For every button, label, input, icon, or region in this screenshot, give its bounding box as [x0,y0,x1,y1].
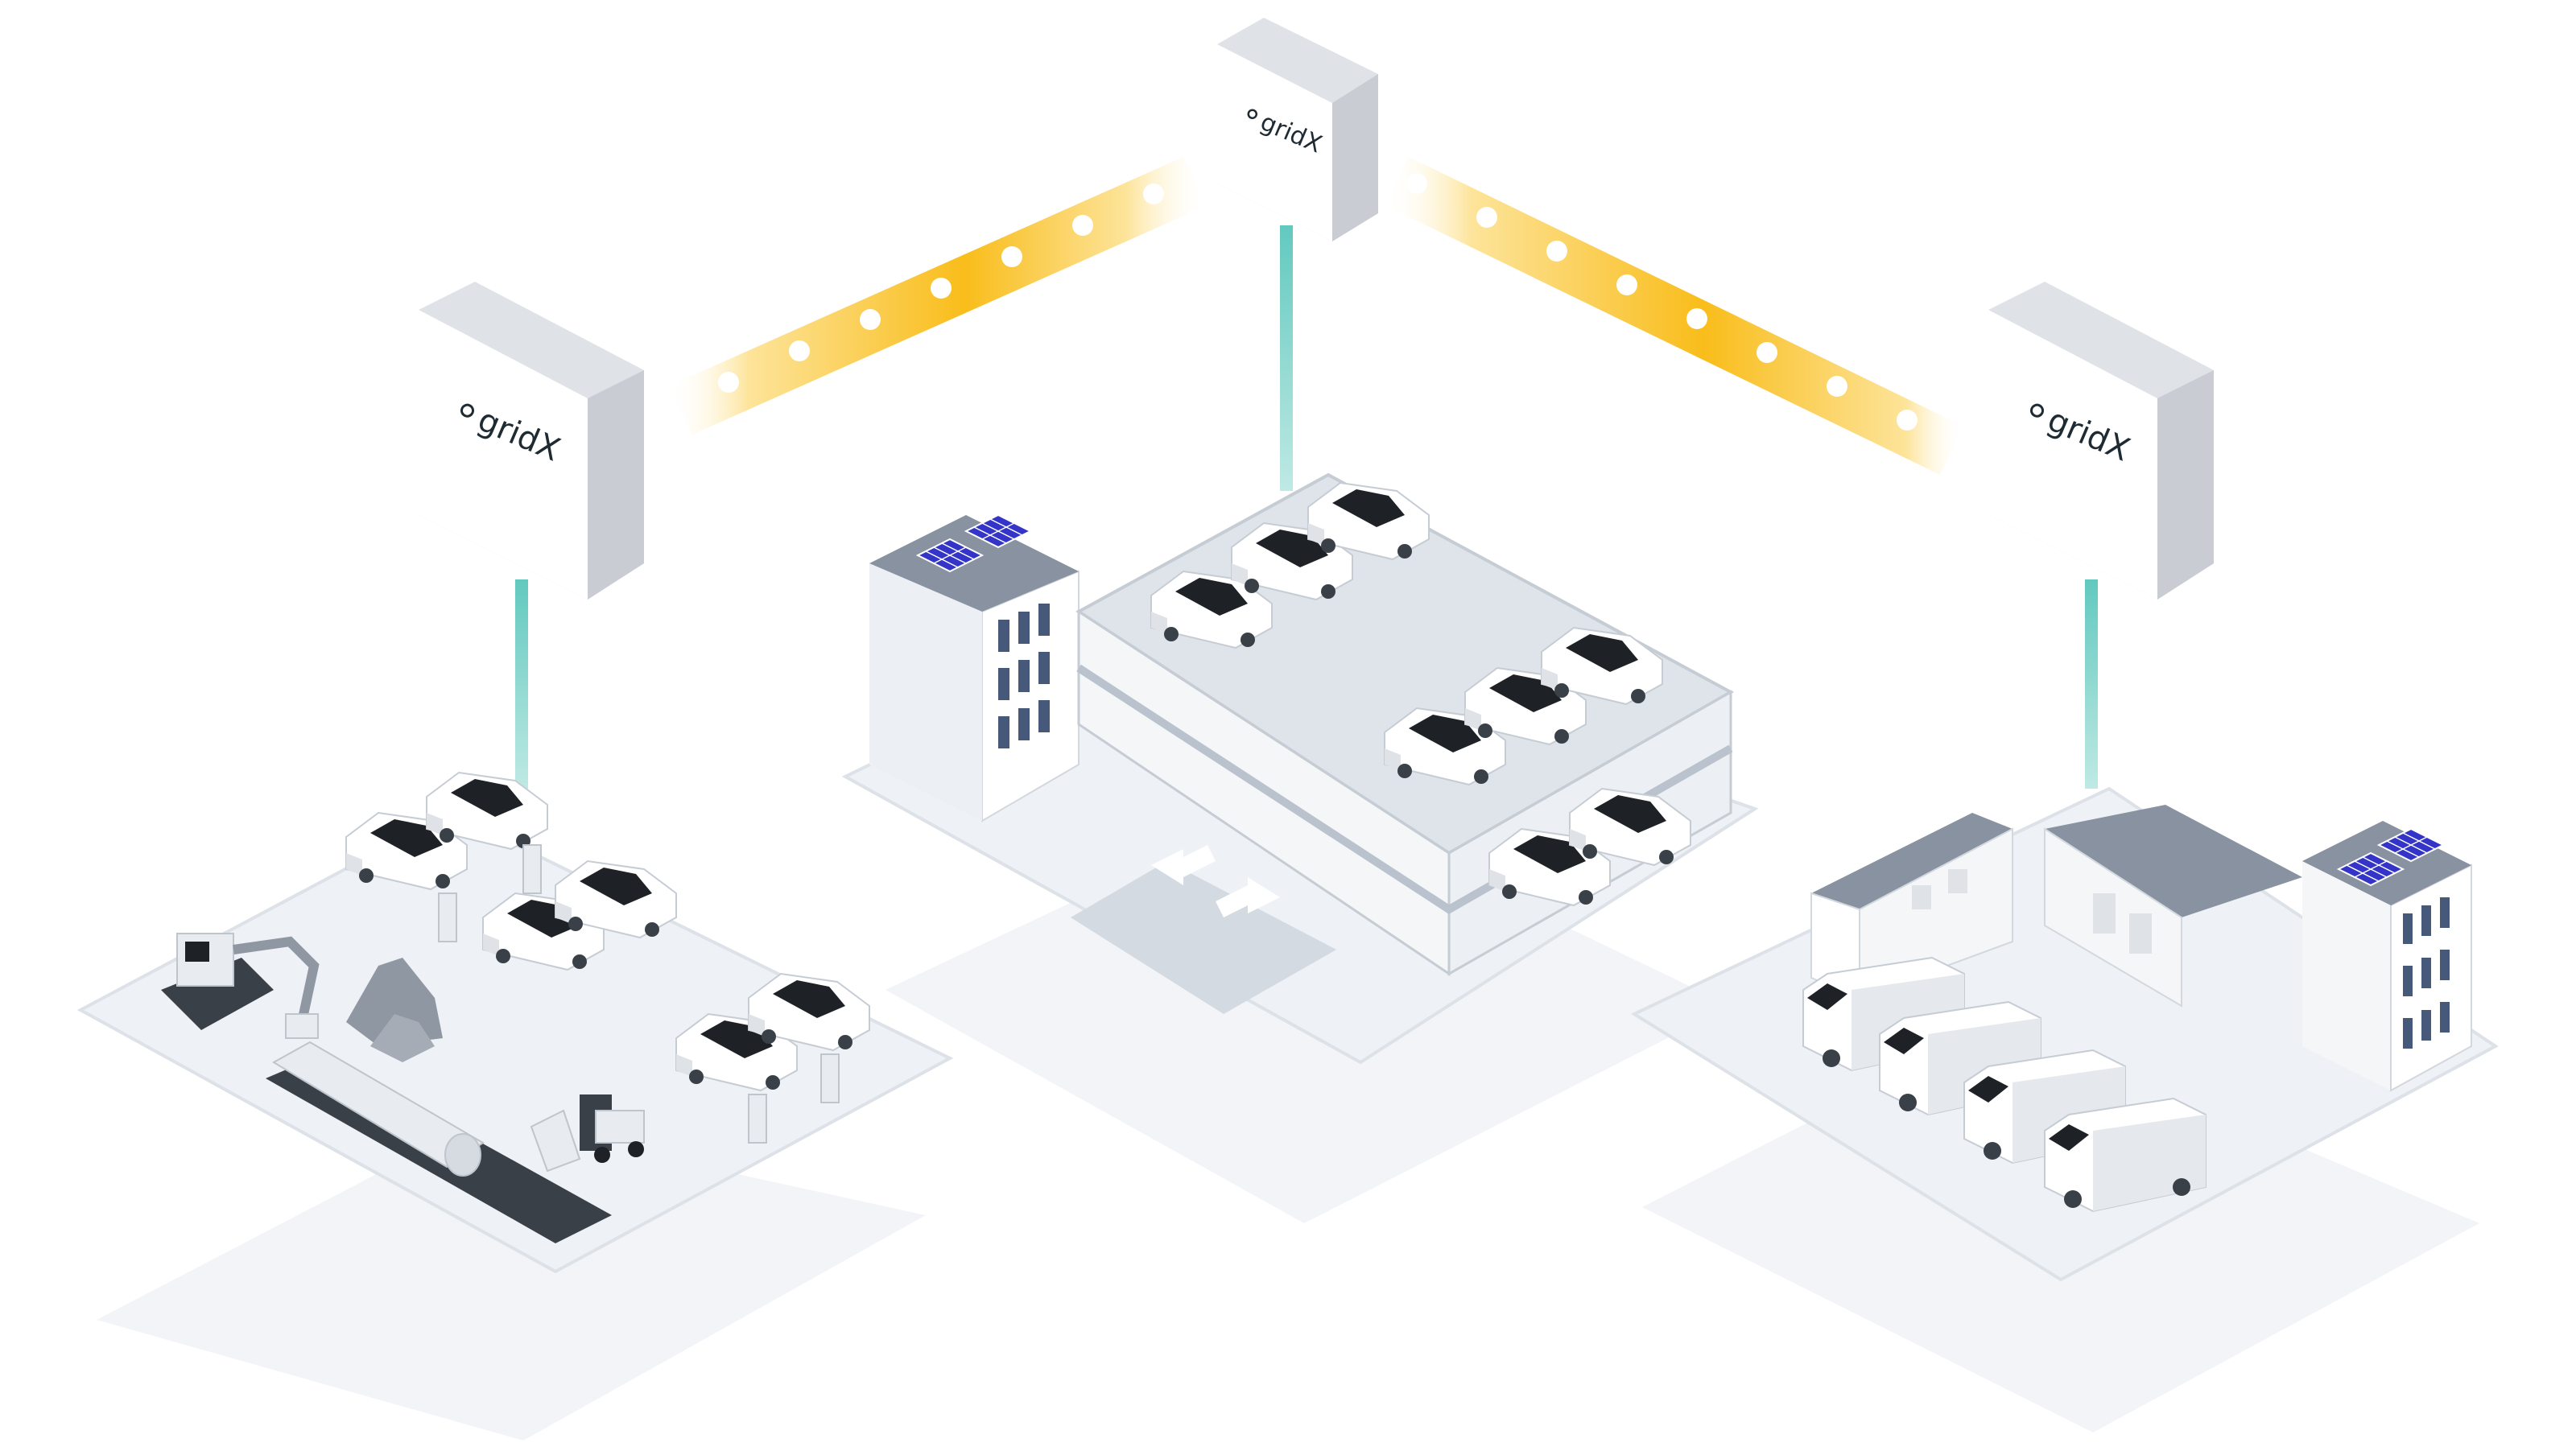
van-icon [2044,1098,2207,1212]
car-icon [748,973,870,1051]
arrow-left-icon [1151,845,1216,885]
gridx-logo-icon [1247,109,1258,119]
warehouse-building [2044,805,2302,1008]
charger-icon [820,1053,840,1103]
cloud-link-right [2085,579,2098,789]
gridx-logo-icon [2030,403,2045,418]
entry-ramp [1071,861,1336,1014]
arrow-right-icon [1216,877,1280,917]
link-center-to-right [1385,157,1964,475]
pipe [272,1041,485,1169]
logistics-depot-site [1802,805,2472,1212]
charger-icon [522,844,542,894]
cloud-link-center [1280,225,1293,491]
gridx-logo-icon [460,403,475,418]
gateway-center: gridX [1217,18,1378,241]
construction-site [161,772,870,1243]
forklift-icon [530,1094,645,1173]
cloud-link-left [515,579,528,789]
gateway-left: gridX [419,282,644,600]
charger-group [438,844,840,1144]
car-icon [1307,482,1430,560]
depot-office-building [2302,821,2472,1092]
link-left-to-center [668,157,1208,435]
excavator-icon [161,933,320,1039]
charger-icon [748,1094,767,1144]
platform-left [76,810,954,1441]
office-building [869,514,1080,822]
charger-icon [438,892,457,942]
car-icon [1541,627,1663,705]
parking-garage [1071,472,1735,1014]
parking-garage-site [869,472,1735,1014]
gateway-right: gridX [1988,282,2214,600]
car-icon [555,860,677,938]
car-icon [426,772,548,850]
